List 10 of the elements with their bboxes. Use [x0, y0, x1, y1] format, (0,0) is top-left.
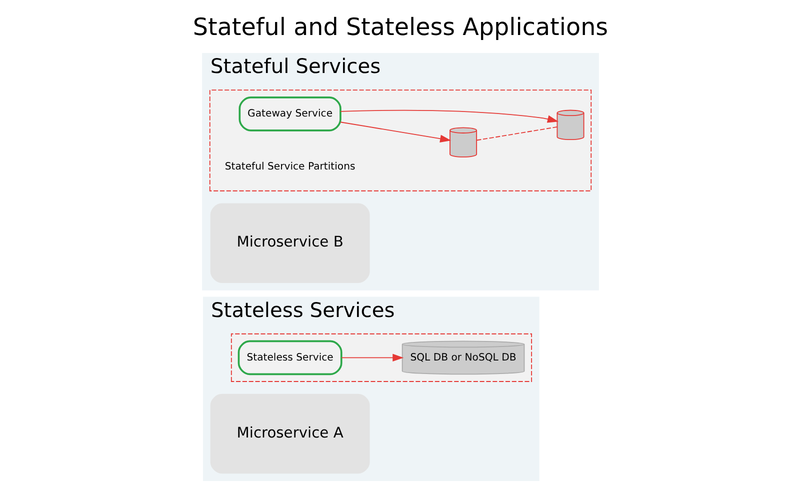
arrow	[340, 122, 451, 142]
cluster	[230, 333, 532, 382]
label: Stateful Service Partitions	[224, 162, 355, 173]
connector	[476, 126, 558, 141]
arrow	[340, 354, 404, 362]
node-box: Stateless Service	[237, 340, 342, 376]
cluster	[208, 90, 592, 192]
node-box: Gateway Service	[238, 96, 341, 132]
arrow	[340, 110, 558, 123]
diagram-title: Stateful and Stateless Applications	[192, 12, 608, 41]
